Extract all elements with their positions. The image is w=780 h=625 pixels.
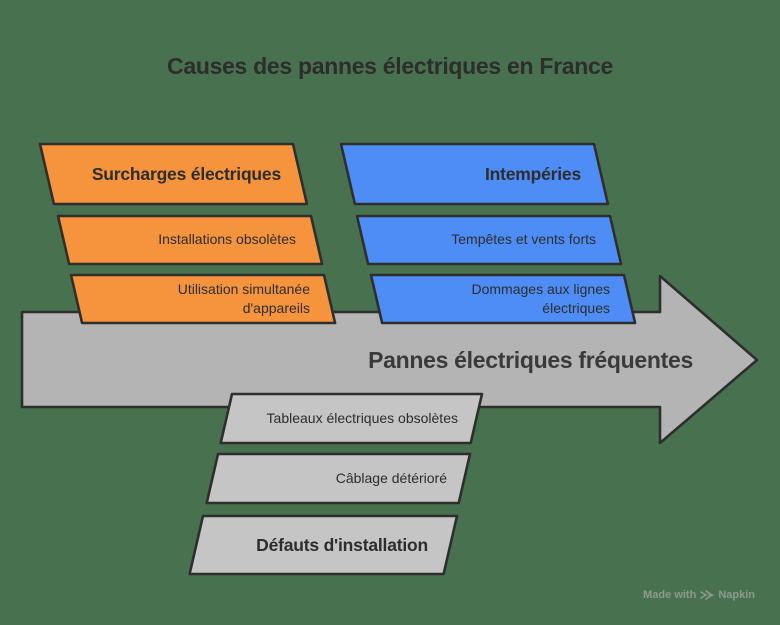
box-installations-obsoletes xyxy=(56,214,324,266)
napkin-logo-icon xyxy=(700,589,715,601)
label-tableaux-obsoletes: Tableaux électriques obsolètes xyxy=(266,410,458,426)
label-utilisation-simultanee: Utilisation simultanée d'appareils xyxy=(177,281,310,316)
watermark-prefix: Made with xyxy=(643,589,697,601)
box-intemperies-header xyxy=(339,142,610,206)
box-cablage-deteriore xyxy=(205,452,472,505)
label-surcharges-header: Surcharges électriques xyxy=(91,164,281,184)
box-defauts-header xyxy=(188,514,459,576)
box-surcharges-header xyxy=(38,142,309,206)
box-tableaux-obsoletes xyxy=(219,392,484,445)
label-installations-obsoletes: Installations obsolètes xyxy=(158,231,296,247)
label-cablage-deteriore: Câblage détérioré xyxy=(335,470,447,486)
watermark: Made with Napkin xyxy=(643,588,755,602)
label-tempetes: Tempêtes et vents forts xyxy=(451,231,596,247)
box-tempetes xyxy=(355,214,623,266)
box-dommages-lignes xyxy=(369,273,637,325)
label-dommages-lignes: Dommages aux lignes électriques xyxy=(471,281,610,316)
box-utilisation-simultanee xyxy=(69,273,337,325)
arrow-label: Pannes électriques fréquentes xyxy=(368,347,693,373)
label-intemperies-header: Intempéries xyxy=(484,164,581,184)
watermark-brand: Napkin xyxy=(718,589,755,601)
label-defauts-header: Défauts d'installation xyxy=(256,535,428,555)
diagram-title: Causes des pannes électriques en France xyxy=(167,53,613,79)
